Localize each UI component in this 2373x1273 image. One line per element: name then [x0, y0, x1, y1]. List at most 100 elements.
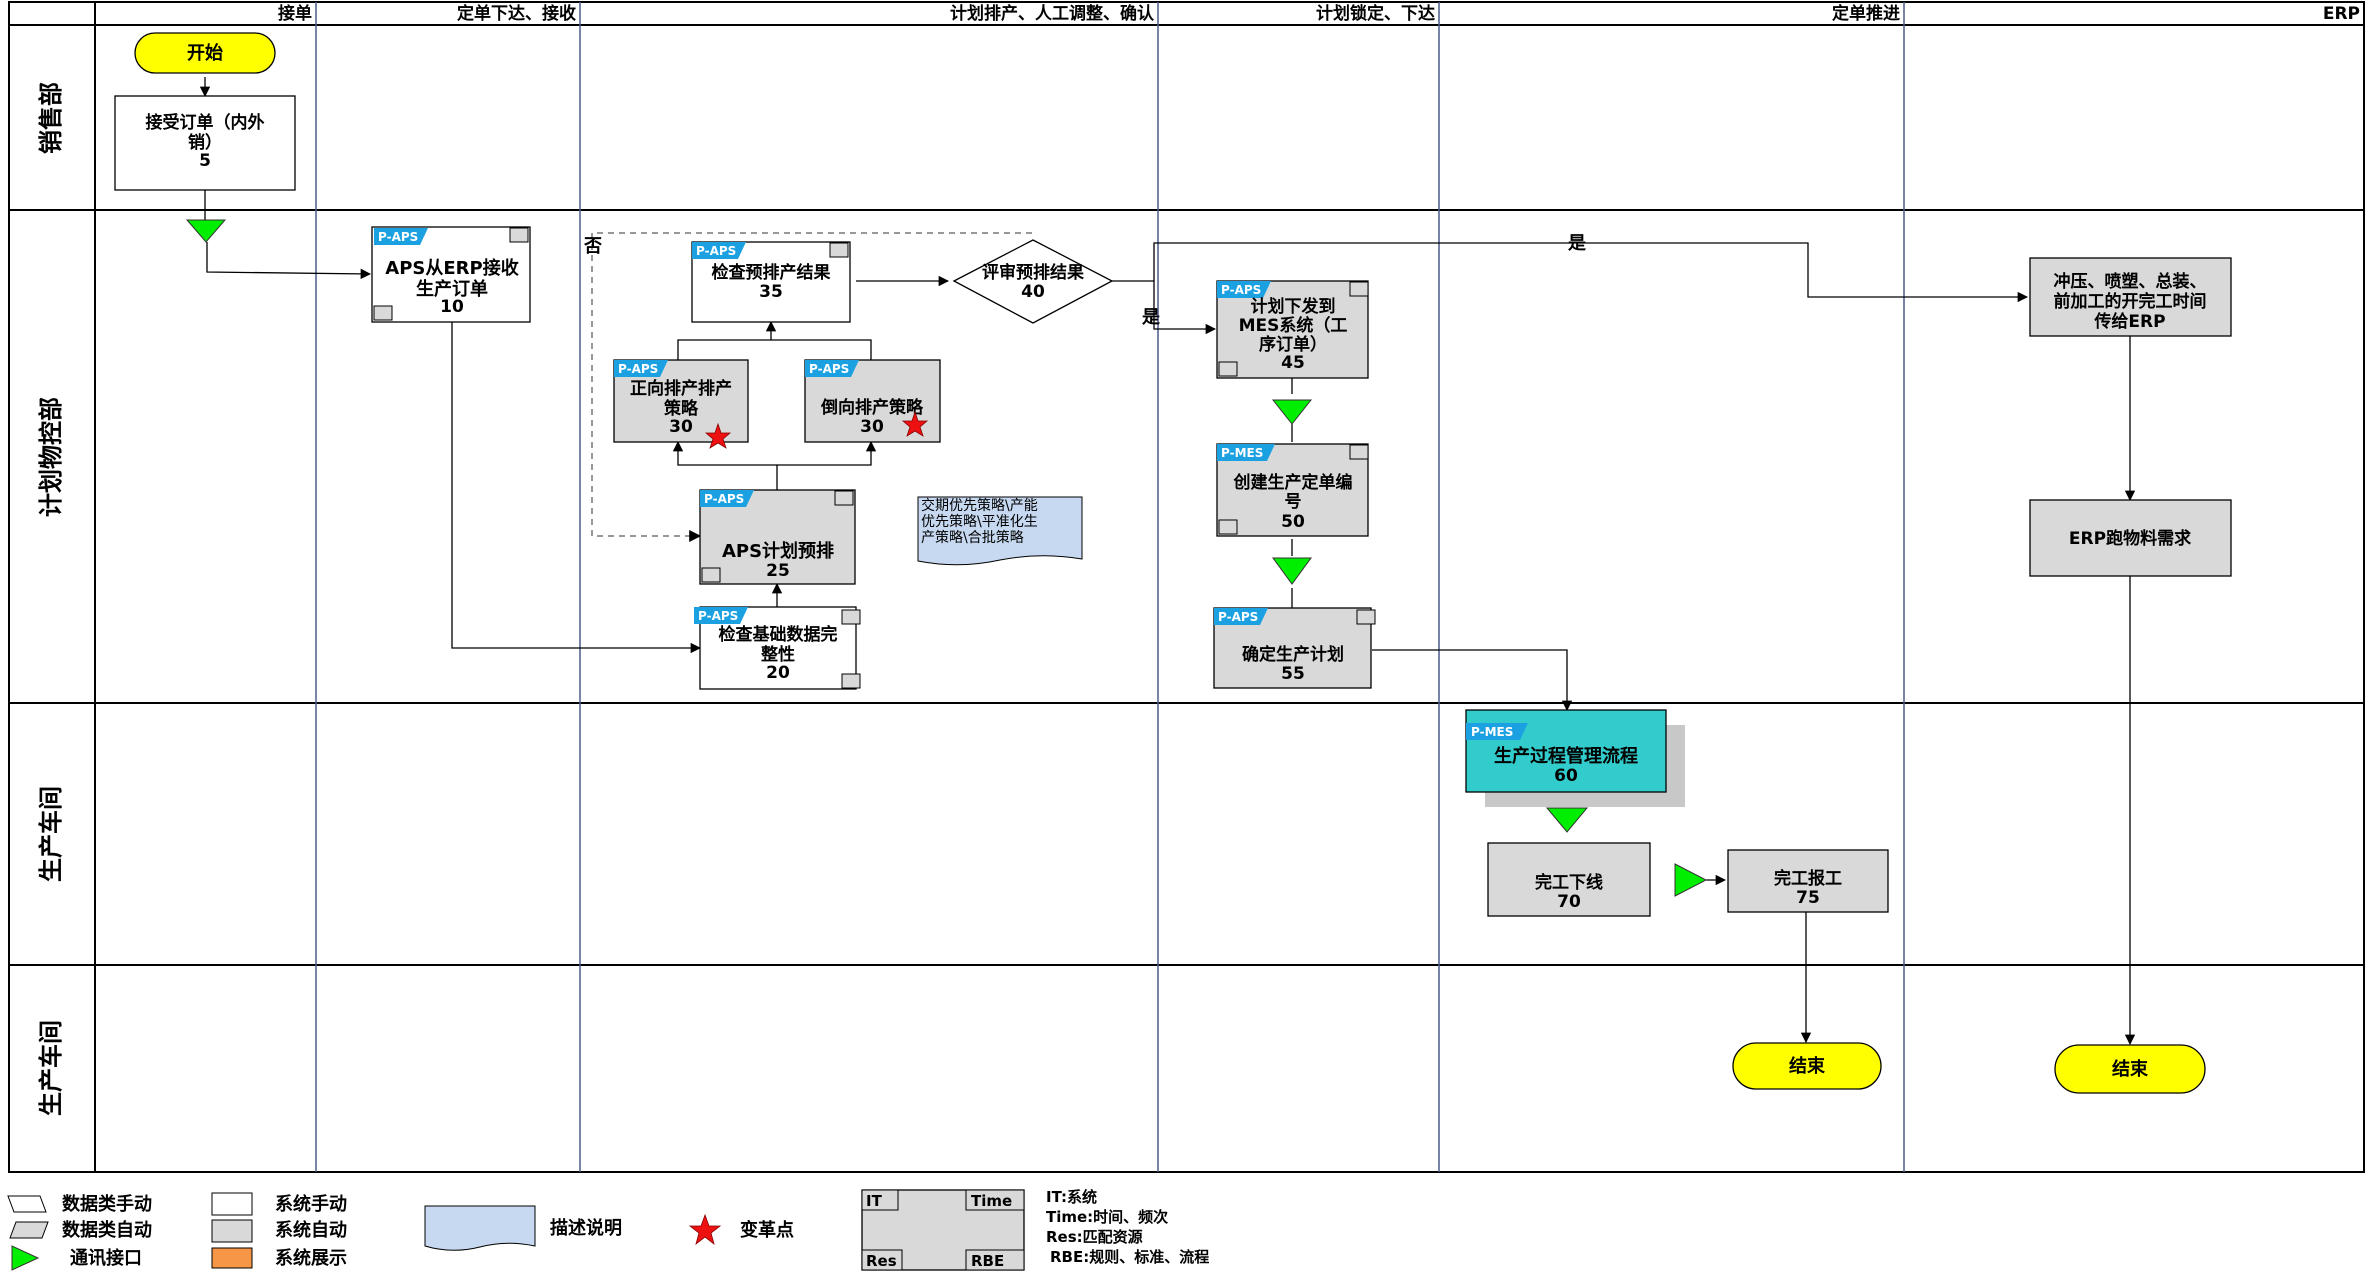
end-label: 结束: [2112, 1058, 2149, 1080]
svg-text:P-APS: P-APS: [1221, 283, 1261, 297]
node-label: ERP跑物料需求: [2069, 528, 2191, 549]
node-number: 25: [766, 561, 790, 581]
system-tag: [1217, 444, 1275, 461]
system-tag: [692, 242, 746, 259]
end-terminal: [1732, 1042, 1882, 1090]
lane-title: 生产车间: [37, 1020, 65, 1116]
node-label: 生产过程管理流程: [1494, 745, 1638, 767]
lane-title: 销售部: [37, 82, 65, 154]
phase-title: 定单推进: [1832, 3, 1900, 24]
edge-label-yes: 是: [1567, 233, 1586, 254]
node-number: 75: [1796, 888, 1820, 908]
diagram-frame: [8, 1, 2365, 1173]
end-terminal: [2054, 1044, 2206, 1094]
erp-box-mrp: [2029, 499, 2232, 577]
start-terminal: [134, 32, 276, 74]
node-number: 70: [1557, 892, 1581, 912]
edge-label-no: 否: [583, 236, 602, 257]
svg-text:描述说明: 描述说明: [550, 1217, 622, 1239]
phase-title: ERP: [2323, 4, 2360, 24]
interface-triangle-icon: [1674, 863, 1708, 897]
process-box-5: [114, 95, 296, 191]
system-tag: [805, 360, 859, 377]
node-number: 50: [1281, 512, 1305, 532]
interface-triangle-icon: [185, 219, 227, 243]
note-text: 交期优先策略\产能优先策略\平准化生产策略\合批策略: [921, 497, 1038, 546]
node-number: 55: [1281, 664, 1305, 684]
phase-title: 计划锁定、下达: [1316, 3, 1435, 24]
node-number: 45: [1281, 353, 1305, 373]
node-number: 20: [766, 663, 790, 683]
node-label: 完工报工: [1774, 868, 1842, 889]
svg-text:IT: IT: [866, 1192, 883, 1210]
node-number: 35: [759, 282, 783, 302]
system-tag: [1466, 723, 1528, 740]
svg-text:RBE: RBE: [971, 1252, 1004, 1270]
node-number: 10: [440, 297, 464, 317]
svg-text:通讯接口: 通讯接口: [70, 1247, 142, 1269]
system-tag: [694, 607, 748, 624]
svg-text:P-APS: P-APS: [704, 492, 744, 506]
decision-40: [952, 239, 1114, 324]
node-label: 倒向排产策略: [820, 397, 924, 418]
svg-text:Res:匹配资源: Res:匹配资源: [1046, 1228, 1143, 1246]
node-number: 5: [199, 151, 211, 171]
node-label: 确定生产计划: [1242, 644, 1344, 665]
phase-title: 计划排产、人工调整、确认: [950, 3, 1155, 24]
interface-triangle-icon: [1272, 557, 1312, 585]
erp-box-time-transfer: [2029, 257, 2232, 337]
reform-point-star-icon: [704, 422, 732, 449]
data-manual-shape-icon: [7, 1195, 47, 1213]
node-label: 完工下线: [1535, 872, 1603, 893]
process-box-70: [1487, 842, 1651, 917]
svg-text:P-APS: P-APS: [809, 362, 849, 376]
reform-point-star-icon: [688, 1213, 722, 1246]
node-number: 30: [669, 417, 693, 437]
description-note: [917, 496, 1083, 566]
svg-text:系统手动: 系统手动: [275, 1193, 347, 1215]
system-tag: [1217, 281, 1271, 298]
svg-text:Time: Time: [971, 1192, 1012, 1210]
sys-display-swatch: [211, 1247, 253, 1269]
start-label: 开始: [187, 42, 223, 64]
node-number: 30: [860, 417, 884, 437]
sys-manual-swatch: [211, 1192, 253, 1216]
node-label: 检查预排产结果: [712, 262, 831, 283]
node-label: 接受订单（内外销）: [146, 112, 265, 153]
svg-text:数据类自动: 数据类自动: [62, 1219, 152, 1241]
svg-text:IT:系统: IT:系统: [1046, 1188, 1097, 1206]
svg-text:P-APS: P-APS: [696, 244, 736, 258]
system-tag: [374, 228, 428, 245]
phase-title: 定单下达、接收: [457, 3, 576, 24]
end-label: 结束: [1789, 1055, 1826, 1077]
system-tag: [1214, 608, 1268, 625]
svg-text:Time:时间、频次: Time:时间、频次: [1046, 1208, 1168, 1226]
svg-text:P-APS: P-APS: [1218, 610, 1258, 624]
system-tag: [614, 360, 668, 377]
node-label: APS从ERP接收生产订单: [385, 257, 518, 300]
interface-triangle-icon: [11, 1245, 40, 1271]
reform-point-star-icon: [901, 410, 929, 437]
interface-triangle-icon: [1271, 399, 1313, 425]
node-number: 60: [1554, 766, 1578, 786]
node-label: APS计划预排: [722, 540, 834, 562]
data-auto-shape-icon: [9, 1221, 49, 1239]
node-label: 创建生产定单编号: [1233, 472, 1353, 512]
edge-label-yes: 是: [1141, 307, 1160, 328]
svg-text:系统自动: 系统自动: [275, 1219, 347, 1241]
svg-text:数据类手动: 数据类手动: [62, 1193, 152, 1215]
svg-text:P-APS: P-APS: [698, 609, 738, 623]
svg-text:Res: Res: [866, 1252, 897, 1270]
node-label: 检查基础数据完整性: [719, 624, 838, 665]
phase-title: 接单: [278, 3, 312, 24]
svg-text:P-APS: P-APS: [618, 362, 658, 376]
lane-title: 生产车间: [37, 786, 65, 882]
legend: 数据类手动 数据类自动 通讯接口 系统手动 系统自动 系统展示 描述说明 变革点…: [7, 1188, 1209, 1271]
node-number: 40: [1021, 282, 1045, 302]
svg-text:P-MES: P-MES: [1471, 725, 1513, 739]
node-label: 正向排产排产策略: [630, 378, 732, 419]
lane-title: 计划物控部: [37, 397, 65, 517]
svg-text:变革点: 变革点: [740, 1219, 794, 1241]
